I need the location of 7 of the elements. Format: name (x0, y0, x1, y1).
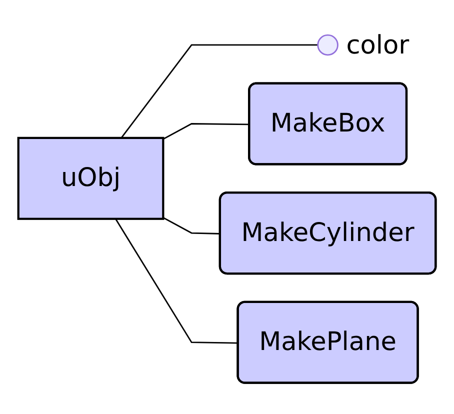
connector (115, 218, 239, 344)
node-box: uObj (17, 136, 164, 220)
node-caption: color (346, 30, 410, 60)
node-circle (317, 34, 338, 56)
connector (162, 123, 250, 140)
connector (120, 44, 318, 138)
connector (162, 217, 221, 234)
